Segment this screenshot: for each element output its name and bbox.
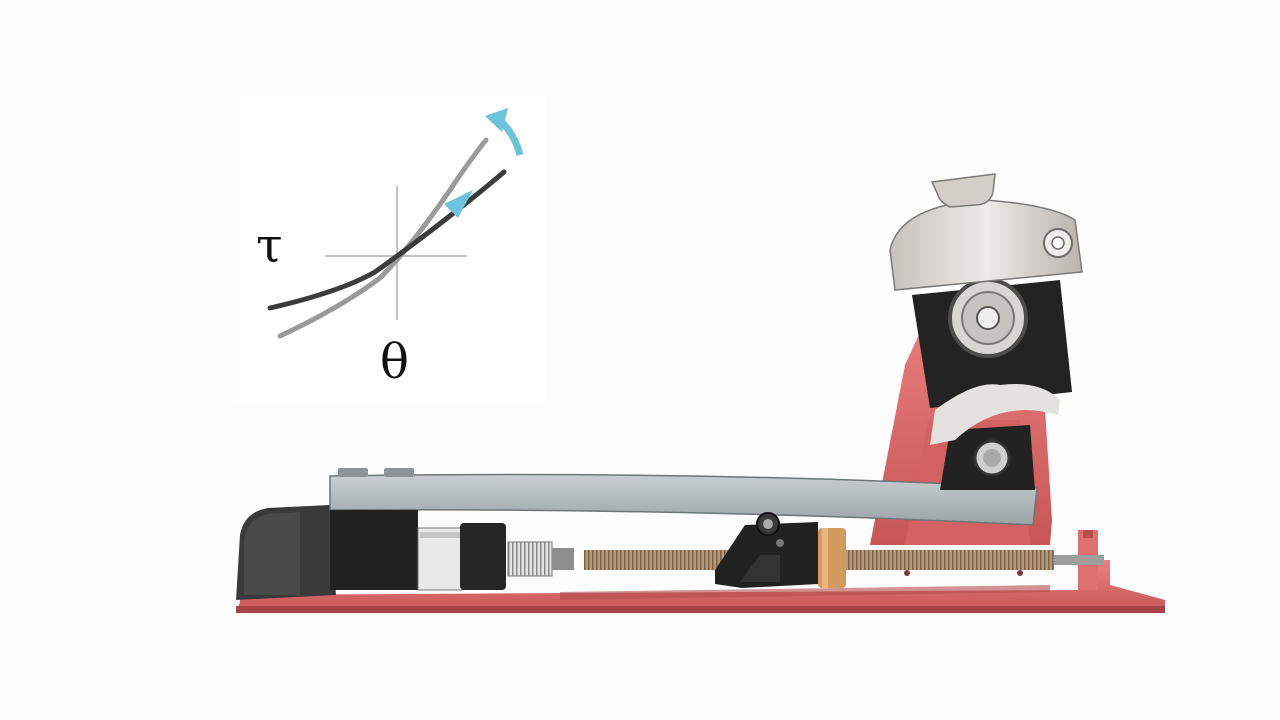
compliant-curve <box>267 169 507 311</box>
nut-carriage <box>715 512 846 588</box>
spring-bolts <box>338 468 414 477</box>
torque-axis-label: τ <box>256 218 283 274</box>
leaf-spring <box>329 473 1038 526</box>
torque-angle-inset <box>233 95 545 403</box>
angle-axis-label: θ <box>380 334 409 390</box>
curved-arrow-icon <box>485 108 508 132</box>
stiff-curve <box>277 137 489 339</box>
lower-pivot <box>940 425 1035 490</box>
pylon-adapter <box>889 173 1083 291</box>
shaft-coupler <box>507 541 553 577</box>
direction-arrow-icon <box>444 190 473 218</box>
base-frame <box>236 560 1165 613</box>
motor-housing <box>330 510 418 590</box>
